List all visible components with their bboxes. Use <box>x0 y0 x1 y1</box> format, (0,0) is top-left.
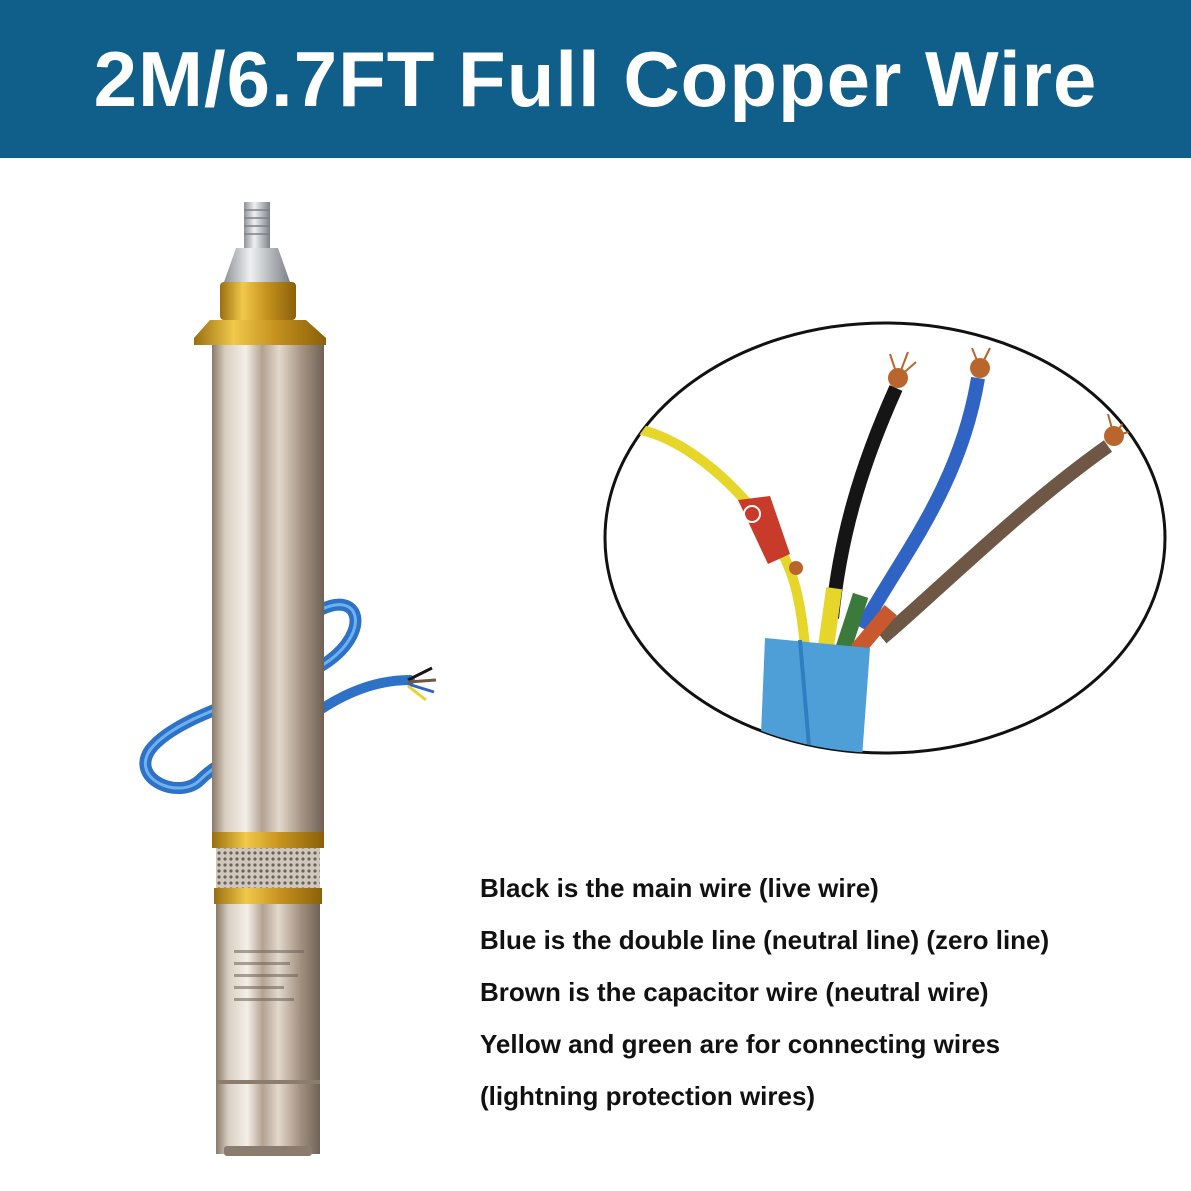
blue-wire <box>855 376 985 632</box>
note-brown: Brown is the capacitor wire (neutral wir… <box>480 977 989 1007</box>
intake-screen <box>216 848 320 888</box>
note-yellow-green: Yellow and green are for connecting wire… <box>480 1029 1001 1059</box>
pump-outlet <box>244 202 270 248</box>
wire-closeup-image <box>600 318 1170 758</box>
motor-body <box>216 904 320 1154</box>
wire-closeup-drawing <box>603 321 1167 755</box>
black-wire <box>825 385 903 619</box>
cable-jacket <box>760 638 870 753</box>
wire-color-notes: Black is the main wire (live wire) Blue … <box>480 862 1170 1122</box>
title-banner: 2M/6.7FT Full Copper Wire <box>0 0 1191 158</box>
pump-drawing <box>139 202 437 1156</box>
brass-head <box>220 282 296 320</box>
note-blue: Blue is the double line (neutral line) (… <box>480 925 1050 955</box>
pump-body <box>212 345 324 835</box>
banner-title: 2M/6.7FT Full Copper Wire <box>93 34 1098 123</box>
ground-tag <box>738 496 790 564</box>
submersible-pump-image <box>120 190 460 1170</box>
brown-wire <box>877 440 1113 644</box>
note-lightning: (lightning protection wires) <box>480 1081 816 1111</box>
note-black: Black is the main wire (live wire) <box>480 873 879 903</box>
closeup-frame <box>603 321 1167 755</box>
